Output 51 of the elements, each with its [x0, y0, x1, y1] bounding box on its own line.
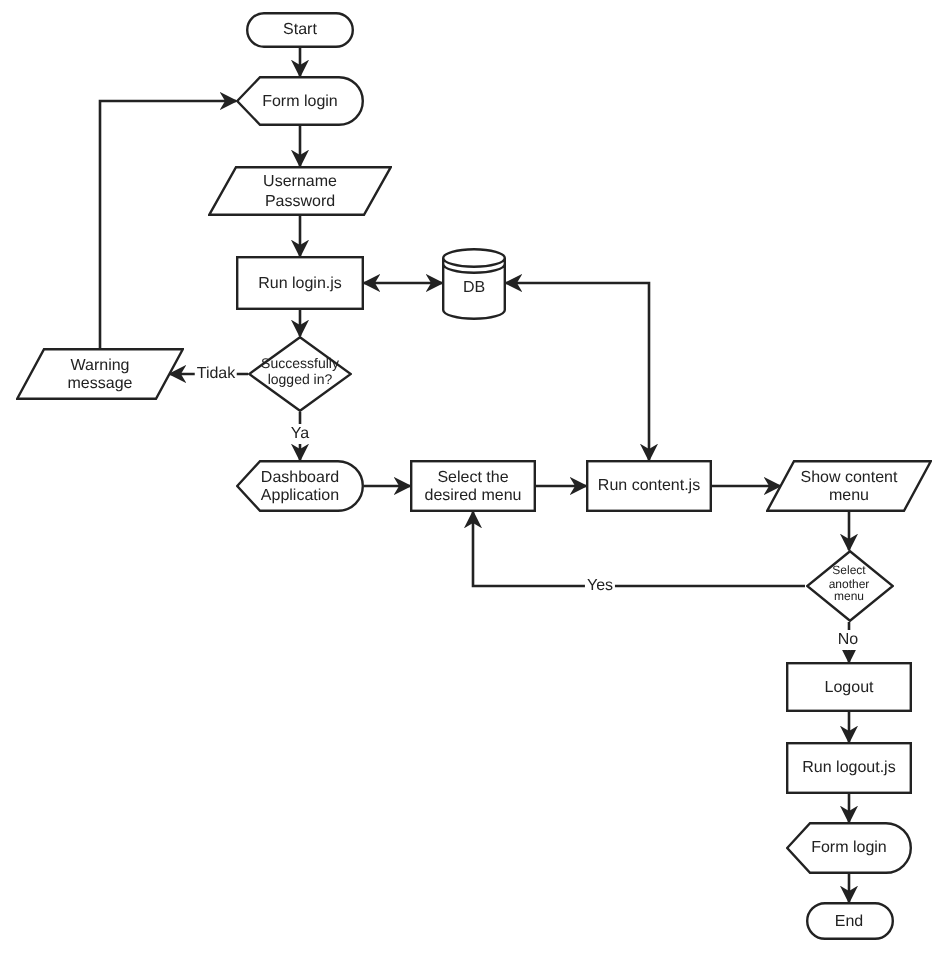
- arrow: [839, 622, 859, 664]
- node-label: Run login.js: [258, 273, 342, 293]
- arrow: [839, 874, 859, 904]
- node-label: Run logout.js: [802, 758, 896, 778]
- arrow: [290, 310, 310, 338]
- edge-label: No: [835, 630, 861, 650]
- node-label: Run content.js: [597, 476, 701, 496]
- decision-diamond: [248, 336, 352, 412]
- node-label: Logout: [824, 677, 874, 697]
- arrow: [290, 48, 310, 78]
- arrow: [712, 476, 782, 496]
- edge-label: Ya: [288, 424, 312, 444]
- arrow: [290, 412, 310, 462]
- process-box: [410, 460, 536, 512]
- arrow: [362, 273, 444, 293]
- node-label: Warning message: [65, 355, 135, 393]
- process-box: [236, 256, 364, 310]
- arrow: [98, 91, 238, 348]
- terminal-shape: [246, 12, 354, 48]
- data-parallelogram: [766, 460, 932, 512]
- terminal-shape: [805, 902, 893, 940]
- node-label: Form login: [262, 91, 338, 111]
- arrow: [536, 476, 588, 496]
- node-label: Select the desired menu: [422, 467, 524, 505]
- node-label: Show content menu: [798, 467, 900, 505]
- process-box: [786, 742, 912, 794]
- process-box: [586, 460, 712, 512]
- edge-label: Yes: [584, 576, 616, 596]
- process-box: [786, 662, 912, 712]
- arrow: [290, 216, 310, 258]
- display-shape: [786, 822, 912, 874]
- arrow: [290, 126, 310, 168]
- node-label: Form login: [811, 838, 887, 858]
- arrow: [839, 794, 859, 824]
- arrow: [504, 273, 659, 462]
- data-parallelogram: [16, 348, 184, 400]
- arrow: [839, 512, 859, 552]
- edge-label: Tidak: [194, 364, 238, 384]
- data-parallelogram: [208, 166, 392, 216]
- arrow: [364, 476, 412, 496]
- database-cylinder: [442, 247, 506, 319]
- arrow: [839, 712, 859, 744]
- node-label: Start: [283, 20, 317, 40]
- display-shape: [236, 76, 364, 126]
- display-shape: [236, 460, 364, 512]
- node-label: Username Password: [261, 172, 339, 210]
- decision-diamond: [805, 550, 893, 622]
- arrow: [463, 510, 805, 588]
- node-label: End: [834, 911, 864, 931]
- node-label: DB: [462, 275, 486, 297]
- node-label: Dashboard Application: [258, 467, 342, 505]
